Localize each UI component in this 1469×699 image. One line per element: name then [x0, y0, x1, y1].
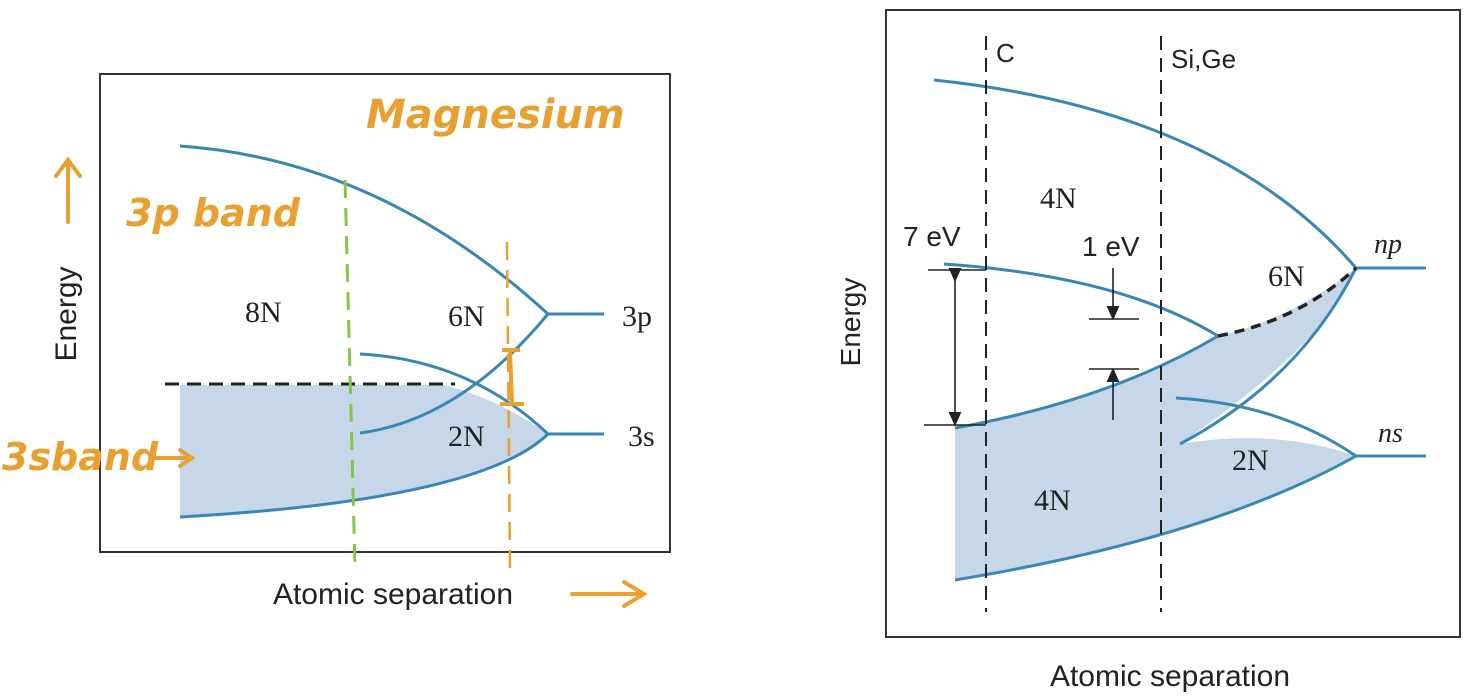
magnesium-annotation: Magnesium: [366, 92, 625, 138]
right-energy-axis-label: Energy: [835, 278, 866, 367]
right-frame: [885, 9, 1461, 638]
right-upper-mid-curve: [943, 262, 1219, 338]
right-atomic-separation-label: Atomic separation: [1050, 660, 1290, 693]
right-arrow-icon: [570, 580, 648, 608]
1ev-gap-indicator: [1089, 268, 1139, 420]
left-3s-upper-curve: [359, 352, 550, 436]
3p-band-annotation: 3p band: [126, 191, 301, 235]
right-black-dashed-curve: [1217, 266, 1358, 338]
1ev-label: 1 eV: [1082, 231, 1140, 262]
right-band-diagram: C Si,Ge 4N 4N 6N 2N np ns 7 eV 1 eV Ener…: [835, 9, 1461, 693]
si-ge-label: Si,Ge: [1171, 44, 1236, 74]
left-3p-label: 3p: [622, 300, 652, 333]
right-lower-rising-curve: [954, 334, 1219, 430]
left-frame: [99, 73, 671, 553]
left-band-diagram: 8N 6N 2N 3p 3s Energy Atomic separation …: [2, 73, 671, 611]
left-filled-band: [180, 385, 548, 517]
right-bottom-curve: [954, 454, 1357, 582]
3sband-annotation: 3sband: [2, 435, 159, 479]
left-energy-axis-label: Energy: [50, 266, 83, 361]
7ev-label: 7 eV: [903, 221, 961, 252]
left-3s-lower-curve: [179, 432, 550, 519]
c-label: C: [996, 38, 1015, 68]
energy-up-arrow-icon: [54, 156, 82, 224]
3sband-arrow-icon: [148, 448, 196, 468]
left-8n-label: 8N: [245, 296, 282, 329]
left-6n-label: 6N: [448, 300, 485, 333]
left-3p-lower-curve: [359, 313, 550, 435]
left-2n-label: 2N: [448, 420, 485, 453]
green-dashed-line: [343, 179, 357, 569]
right-top-curve: [933, 78, 1358, 269]
np-label: np: [1374, 229, 1402, 260]
right-4n-upper-label: 4N: [1040, 182, 1077, 215]
orange-gap-bracket: [500, 348, 524, 406]
right-4n-lower-label: 4N: [1034, 484, 1071, 517]
ns-label: ns: [1378, 418, 1403, 449]
left-atomic-separation-label: Atomic separation: [273, 578, 513, 611]
left-3p-upper-curve: [179, 144, 550, 316]
right-2n-upper-curve: [1175, 396, 1357, 458]
right-6n-inner-curve: [1179, 267, 1358, 446]
left-3s-label: 3s: [628, 420, 655, 453]
right-6n-label: 6N: [1268, 260, 1305, 293]
7ev-gap-indicator: [924, 268, 986, 427]
right-2n-label: 2N: [1232, 444, 1269, 477]
